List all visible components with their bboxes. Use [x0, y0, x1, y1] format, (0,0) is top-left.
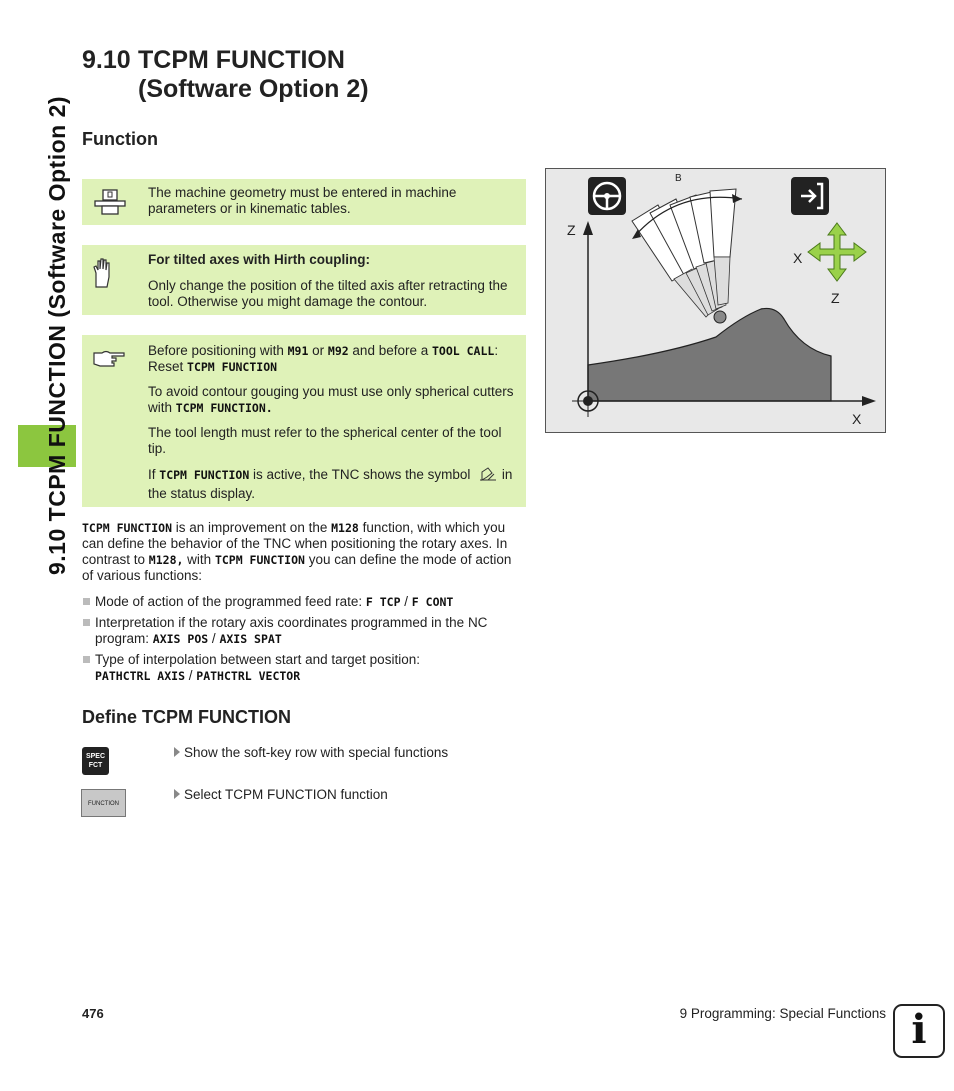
note-hirth: For tilted axes with Hirth coupling: Onl… [82, 245, 526, 315]
z-axis-label: Z [567, 222, 576, 238]
x-arrow-label: X [793, 250, 803, 266]
note-text: Only change the position of the tilted a… [148, 278, 508, 309]
tcpm-status-icon [478, 466, 498, 486]
note-tcpm: Before positioning with M91 or M92 and b… [82, 335, 526, 507]
bullet-list: Mode of action of the programmed feed ra… [82, 594, 526, 689]
page-number: 476 [82, 1006, 104, 1021]
steering-wheel-icon [588, 177, 626, 215]
step-arrow-icon [174, 747, 180, 757]
step-arrow-icon [174, 789, 180, 799]
note-p2: To avoid contour gouging you must use on… [148, 384, 514, 415]
move-arrows-icon [807, 222, 867, 282]
x-axis-label: X [852, 411, 862, 427]
function-softkey[interactable]: FUNCTION [81, 789, 126, 817]
info-icon: i [893, 1004, 945, 1058]
step-2: Select TCPM FUNCTION function [174, 787, 388, 802]
note-p3: The tool length must refer to the spheri… [148, 425, 502, 456]
hand-stop-icon [92, 257, 114, 293]
note-text: The machine geometry must be entered in … [148, 185, 457, 216]
tcpm-figure: Z X B [545, 168, 886, 433]
list-item: Type of interpolation between start and … [82, 652, 526, 684]
z-arrow-label: Z [831, 290, 840, 306]
note-p4: If TCPM FUNCTION is active, the TNC show… [148, 466, 513, 501]
exit-icon [791, 177, 829, 215]
list-item: Mode of action of the programmed feed ra… [82, 594, 526, 610]
note-title: For tilted axes with Hirth coupling: [148, 252, 371, 267]
step-1: Show the soft-key row with special funct… [174, 745, 448, 760]
note-p1: Before positioning with M91 or M92 and b… [148, 343, 499, 374]
side-tab [18, 40, 78, 600]
section-function-heading: Function [82, 129, 158, 149]
pointing-hand-icon [92, 347, 126, 373]
side-tab-marker [18, 425, 76, 467]
intro-paragraph: TCPM FUNCTION is an improvement on the M… [82, 520, 512, 583]
chapter-title: 9 Programming: Special Functions [679, 1006, 886, 1021]
side-title: 9.10 TCPM FUNCTION (Software Option 2) [44, 95, 70, 575]
section-define-heading: Define TCPM FUNCTION [82, 707, 291, 727]
list-item: Interpretation if the rotary axis coordi… [82, 615, 526, 647]
b-axis-label: B [675, 173, 682, 184]
note-machine: The machine geometry must be entered in … [82, 179, 526, 225]
machine-icon [92, 187, 128, 221]
